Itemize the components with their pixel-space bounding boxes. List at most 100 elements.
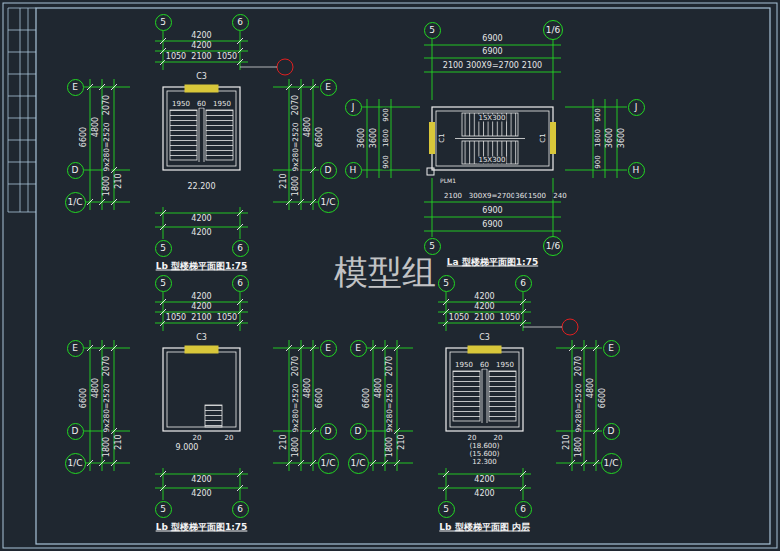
lb-plan-frame <box>84 292 319 500</box>
dimension-text: 4800 <box>92 377 100 399</box>
grid-bubble: D <box>67 423 84 440</box>
grid-label: 1/6 <box>546 26 560 35</box>
dimension-text: 4200 <box>190 32 212 40</box>
dimension-text: 900 <box>383 154 390 169</box>
dimension-text: 6600 <box>363 387 371 409</box>
plan-title: Lb 型楼梯平面图1:75 <box>155 262 249 271</box>
grid-label: E <box>608 344 614 353</box>
dimension-text: 4200 <box>190 303 212 311</box>
dimension-text: 1800 <box>383 128 390 148</box>
grid-label: E <box>325 83 331 92</box>
grid-label: 5 <box>160 244 166 253</box>
dimension-text: 210 <box>280 172 288 189</box>
dimension-text: 1950 <box>454 362 474 369</box>
dimension-text: (18.600) <box>469 443 501 450</box>
grid-label: D <box>325 427 332 436</box>
grid-bubble: 5 <box>438 501 455 518</box>
grid-label: 1/C <box>350 459 365 468</box>
title-block <box>8 8 36 212</box>
grid-label: D <box>608 427 615 436</box>
grid-bubble: 5 <box>424 22 441 39</box>
grid-label: 6 <box>237 18 243 27</box>
dimension-text: 210 <box>115 172 123 189</box>
dimension-text: 15X300 <box>477 157 506 164</box>
dimension-text: 4800 <box>304 377 312 399</box>
dimension-text: 3600 <box>618 127 626 149</box>
sheet-border <box>3 3 777 548</box>
dimension-text: 2070 <box>386 355 394 377</box>
dimension-text: 1050 <box>216 314 238 322</box>
stair-flights <box>453 369 516 423</box>
dimension-text: 1950 <box>212 101 232 108</box>
dimension-text: 4200 <box>190 229 212 237</box>
grid-bubble: 5 <box>155 275 172 292</box>
grid-bubble: J <box>628 99 645 116</box>
grid-label: 5 <box>443 279 449 288</box>
dimension-text: 9x280=2520 <box>103 122 111 173</box>
la-plan <box>362 39 627 237</box>
grid-label: 6 <box>520 279 526 288</box>
stair-flight <box>206 110 233 160</box>
grid-bubble: 6 <box>232 14 249 31</box>
grid-label: 1/C <box>603 459 618 468</box>
grid-bubble: E <box>67 340 84 357</box>
grid-bubble: H <box>345 162 362 179</box>
grid-label: J <box>635 103 638 112</box>
grid-bubble: 5 <box>155 501 172 518</box>
grid-bubble: 1/6 <box>543 236 563 256</box>
dimension-text: 1950 <box>171 101 191 108</box>
lb-plan-frame <box>84 31 319 239</box>
dimension-text: 210 <box>280 433 288 450</box>
dimension-text: PLM1 <box>439 178 457 184</box>
revision-cloud <box>562 319 578 335</box>
dimension-text: 1050 <box>499 314 521 322</box>
dimension-text: 210 <box>398 433 406 450</box>
revision-cloud <box>277 59 293 75</box>
grid-bubble: 6 <box>232 240 249 257</box>
wall-inner <box>167 91 236 166</box>
dimension-text: 2070 <box>103 355 111 377</box>
dimension-text: 15X300 <box>477 115 506 122</box>
dimension-text: 4800 <box>587 377 595 399</box>
dimension-text: 6900 <box>481 207 503 215</box>
grid-label: H <box>350 166 357 175</box>
grid-bubble: 5 <box>424 238 441 255</box>
stair-flight <box>462 113 518 136</box>
dimension-text: 1800 <box>103 175 111 197</box>
dimension-text: 300X9=2700 <box>468 193 516 200</box>
dimension-text: 6600 <box>316 387 324 409</box>
dimension-text: 9.000 <box>175 444 200 452</box>
grid-label: 5 <box>160 18 166 27</box>
grid-bubble: D <box>603 423 620 440</box>
grid-bubble: J <box>345 99 362 116</box>
grid-label: 1/C <box>320 459 335 468</box>
plan-title: Lb 型楼梯平面图 内层 <box>438 523 530 532</box>
grid-bubble: 6 <box>515 275 532 292</box>
dimension-text: 1500 <box>527 193 547 200</box>
wall-outer <box>432 107 553 170</box>
leader-line <box>523 327 562 328</box>
stair-flight <box>170 110 197 160</box>
plan-title: Lb 型楼梯平面图1:75 <box>155 523 249 532</box>
dimension-text: 1800 <box>575 436 583 458</box>
dimension-text: 1050 <box>448 314 470 322</box>
grid-label: D <box>325 166 332 175</box>
grid-label: 1/C <box>320 198 335 207</box>
grid-label: J <box>352 103 355 112</box>
grid-label: H <box>633 166 640 175</box>
grid-label: 1/C <box>67 198 82 207</box>
grid-bubble: D <box>350 423 367 440</box>
grid-label: 1/C <box>67 459 82 468</box>
dimension-text: 4200 <box>190 490 212 498</box>
dimension-text: 2100 <box>521 62 543 70</box>
grid-label: D <box>72 427 79 436</box>
dimension-text: 900 <box>595 154 602 169</box>
grid-label: 6 <box>237 505 243 514</box>
grid-bubble: D <box>320 162 337 179</box>
grid-bubble: 5 <box>155 14 172 31</box>
dimension-text: 9x280=2520 <box>103 383 111 434</box>
grid-bubble: 1/C <box>65 192 86 213</box>
grid-bubble: 6 <box>232 275 249 292</box>
dimension-text: 1050 <box>216 53 238 61</box>
watermark: 模型组 <box>333 255 437 289</box>
